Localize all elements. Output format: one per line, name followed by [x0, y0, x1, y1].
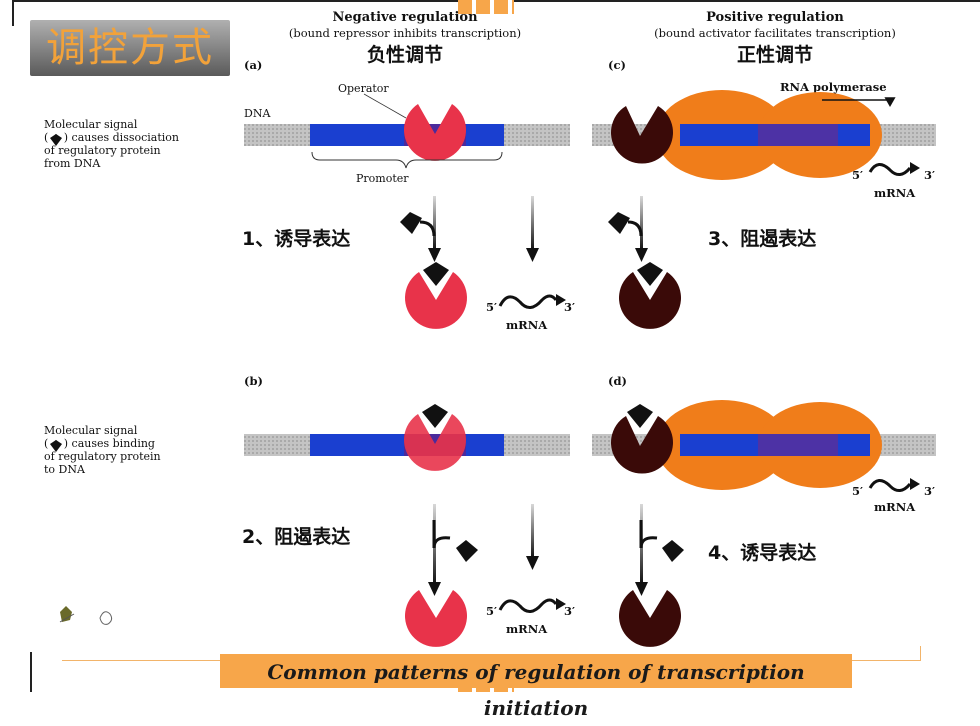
signal-molecule-icon	[456, 540, 478, 562]
operator-pointer-line	[363, 93, 407, 119]
signal-hook-d	[639, 520, 658, 549]
mode-label-2: 2、阻遏表达	[242, 526, 351, 548]
signal-hook-c	[627, 220, 643, 237]
signal-molecule-icon	[400, 212, 422, 234]
mode-label-4: 4、诱导表达	[708, 542, 817, 564]
signal-molecule-legend-icon	[50, 134, 62, 146]
mrna-strand-a	[498, 294, 558, 309]
side-note-line: ( ◆ ) causes binding	[44, 437, 155, 450]
mrna-strand-b	[498, 598, 558, 613]
operator-label: Operator	[338, 82, 389, 95]
negative-cn-heading: 负性调节	[366, 44, 443, 66]
regulation-diagram	[50, 90, 936, 647]
positive-cn-heading: 正性调节	[736, 44, 813, 66]
operator-region-c	[758, 124, 838, 146]
mrna-label-d: mRNA	[874, 500, 916, 514]
activator-protein-free-d	[619, 590, 681, 647]
side-note-dissociation: Molecular signal ( ◆ ) causes dissociati…	[44, 118, 204, 170]
activator-protein-free-c	[619, 272, 681, 329]
mrna-label-c: mRNA	[874, 186, 916, 200]
mrna-strand-c	[868, 163, 912, 176]
mrna-label-a: mRNA	[506, 318, 548, 332]
mode-label-3: 3、阻遏表达	[708, 228, 817, 250]
panel-b-graphic	[244, 404, 570, 471]
panel-a-graphic	[244, 93, 570, 169]
signal-molecule-legend-icon	[50, 440, 62, 452]
positive-heading: Positive regulation	[706, 10, 844, 25]
signal-molecule-bound-icon	[637, 262, 663, 286]
decorative-figure-icon	[99, 611, 113, 625]
panel-c-graphic	[592, 90, 936, 180]
signal-hook-a	[419, 220, 436, 237]
side-note-line: from DNA	[44, 157, 101, 170]
three-prime-label-a: 3′	[564, 300, 576, 314]
promoter-bracket	[311, 151, 503, 169]
mrna-label-b: mRNA	[506, 622, 548, 636]
dna-label: DNA	[244, 107, 271, 120]
side-note-binding: Molecular signal ( ◆ ) causes binding of…	[44, 424, 204, 476]
five-prime-label-b: 5′	[486, 604, 498, 618]
repressor-protein-free-b	[405, 590, 467, 647]
arrow-shaft-a-left	[433, 196, 436, 250]
side-note-line: to DNA	[44, 463, 85, 476]
arrow-head-icon	[635, 582, 648, 596]
repressor-protein-free-a	[405, 272, 467, 329]
rna-polymerase-label: RNA polymerase	[780, 80, 887, 94]
mrna-arrow-head-icon	[556, 598, 566, 610]
five-prime-label-c: 5′	[852, 168, 864, 182]
panel-label-a: (a)	[244, 58, 263, 72]
panel-label-b: (b)	[244, 374, 263, 388]
panel-d-graphic	[592, 400, 936, 492]
three-prime-label-c: 3′	[924, 168, 936, 182]
mrna-arrow-head-icon	[556, 294, 566, 306]
side-note-line: of regulatory protein	[44, 450, 161, 463]
activator-protein-d	[610, 416, 674, 474]
arrow-head-icon	[635, 248, 648, 262]
signal-molecule-icon	[608, 212, 630, 234]
side-note-line: Molecular signal	[44, 118, 138, 131]
five-prime-label-d: 5′	[852, 484, 864, 498]
side-note-line: Molecular signal	[44, 424, 138, 437]
positive-subheading: (bound activator facilitates transcripti…	[654, 26, 896, 40]
top-decor-bar	[458, 0, 514, 14]
three-prime-label-b: 3′	[564, 604, 576, 618]
signal-molecule-bound-icon	[423, 262, 449, 286]
mrna-arrow-head-icon	[910, 162, 920, 174]
arrow-shaft-a-right	[531, 196, 534, 250]
signal-molecule-bound-icon	[627, 404, 653, 428]
signal-hook-b	[432, 520, 451, 549]
mode-label-1: 1、诱导表达	[242, 228, 351, 250]
signal-molecule-bound-icon	[422, 404, 448, 428]
left-border-line-bottom	[30, 652, 32, 692]
right-orange-tick	[920, 646, 921, 661]
arrow-head-icon	[428, 248, 441, 262]
side-note-line: of regulatory protein	[44, 144, 161, 157]
panel-label-c: (c)	[608, 58, 626, 72]
arrow-shaft-c	[640, 196, 643, 250]
operator-region-d	[758, 434, 838, 456]
negative-subheading: (bound repressor inhibits transcription)	[288, 26, 522, 40]
repressor-protein-b	[403, 414, 466, 471]
promoter-label: Promoter	[356, 172, 409, 185]
three-prime-label-d: 3′	[924, 484, 936, 498]
arrow-head-icon	[428, 582, 441, 596]
slide-title-background	[30, 20, 230, 76]
slide-title: 调控方式	[46, 25, 214, 71]
mrna-strand-d	[868, 479, 912, 492]
arrow-shaft-b-right	[531, 504, 534, 558]
activator-protein-c	[610, 106, 674, 164]
slide: 调控方式 Negative regulation (bound represso…	[12, 0, 980, 720]
bottom-decor-bar	[458, 686, 514, 692]
arrow-head-icon	[526, 556, 539, 570]
side-note-line: ( ◆ ) causes dissociation	[44, 131, 179, 144]
decorative-figure-icon	[59, 606, 75, 623]
arrow-head-icon	[526, 248, 539, 262]
negative-heading: Negative regulation	[332, 10, 478, 25]
repressor-protein-a	[403, 104, 466, 161]
panel-label-d: (d)	[608, 374, 627, 388]
five-prime-label-a: 5′	[486, 300, 498, 314]
mrna-arrow-head-icon	[910, 478, 920, 490]
left-border-line	[12, 0, 14, 26]
signal-molecule-icon	[662, 540, 684, 562]
